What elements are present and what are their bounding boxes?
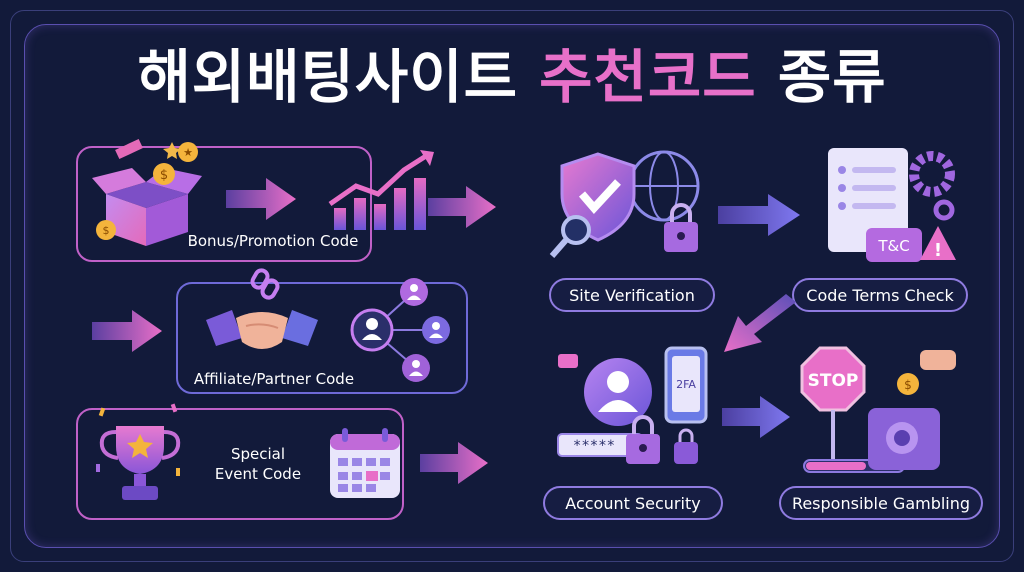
page-title: 해외배팅사이트 추천코드 종류 <box>0 42 1024 112</box>
bonus-code-label: Bonus/Promotion Code <box>187 232 359 250</box>
outer-frame <box>10 10 1014 562</box>
calendar-icon <box>330 428 400 498</box>
special-event-panel <box>76 408 404 520</box>
svg-text:$: $ <box>904 378 912 392</box>
document-terms-icon: T&C ! <box>828 148 956 262</box>
account-security-pill: Account Security <box>543 486 723 520</box>
special-event-label-line2: Event Code <box>214 465 302 483</box>
svg-text:$: $ <box>103 224 110 237</box>
stop-text: STOP <box>808 371 859 391</box>
tc-text: T&C <box>877 237 909 255</box>
handshake-icon <box>206 268 318 349</box>
site-verification-pill: Site Verification <box>549 278 715 312</box>
affiliate-code-label: Affiliate/Partner Code <box>193 370 355 388</box>
arrow-right-icon <box>92 310 162 352</box>
svg-text:★: ★ <box>183 146 193 159</box>
svg-text:!: ! <box>934 240 942 261</box>
arrow-right-icon <box>420 442 488 484</box>
twofa-text: 2FA <box>676 378 696 391</box>
password-text: ***** <box>573 438 615 454</box>
growth-chart-icon <box>328 150 434 230</box>
arrow-right-icon <box>722 396 790 438</box>
special-event-label-line1: Special <box>230 445 286 463</box>
arrow-right-icon <box>718 194 800 236</box>
inner-frame <box>24 24 1000 548</box>
title-part3: 종류 <box>777 43 887 111</box>
security-shield-icon <box>549 150 700 258</box>
arrow-down-left-icon <box>724 294 796 352</box>
special-event-label: Special Event Code <box>198 444 318 484</box>
arrow-right-icon <box>428 186 496 228</box>
bonus-code-panel <box>76 146 372 262</box>
code-terms-check-pill: Code Terms Check <box>792 278 968 312</box>
gift-box-icon: $ ★ $ <box>92 138 202 246</box>
title-part1: 해외배팅사이트 <box>137 43 518 111</box>
arrow-right-icon <box>226 178 296 220</box>
trophy-icon <box>96 403 181 500</box>
stop-safe-icon: STOP $ <box>800 346 956 473</box>
svg-text:$: $ <box>160 168 168 183</box>
network-people-icon <box>350 278 450 382</box>
account-lock-icon: 2FA ***** <box>557 346 708 464</box>
affiliate-code-panel <box>176 282 468 394</box>
title-part2: 추천코드 <box>539 43 757 111</box>
responsible-gambling-pill: Responsible Gambling <box>779 486 983 520</box>
